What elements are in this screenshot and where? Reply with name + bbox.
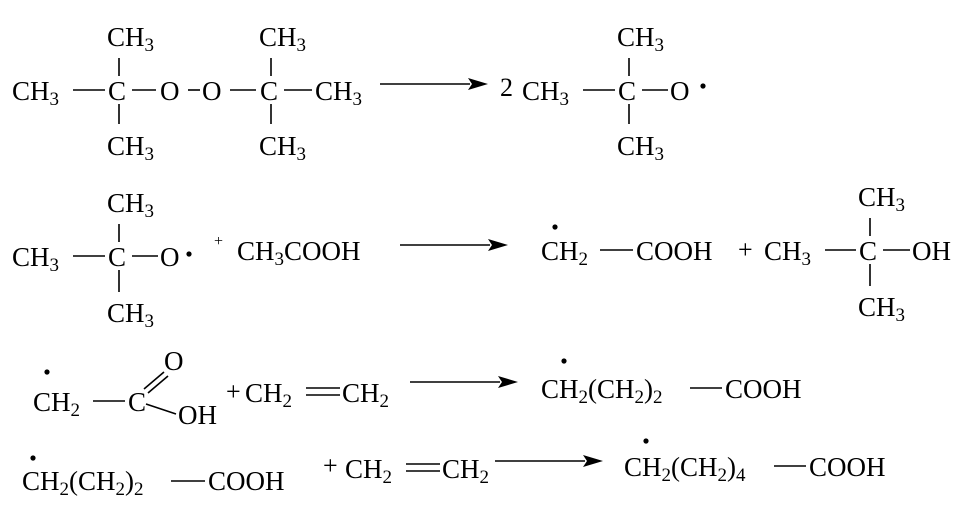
r3-product: CH2(CH2)2 COOH [541, 358, 802, 408]
r1-left-tert-butyl: CH3 CH3 C CH3 [12, 22, 156, 165]
r4-reactant-chain: CH2(CH2)2 [22, 466, 144, 500]
r3-arrow [410, 376, 518, 388]
r3-ch2: CH2 [33, 387, 80, 421]
r2-plus-2: + [738, 235, 753, 264]
reaction-2: CH3 CH3 C CH3 O + CH3COOH CH2 COOH + CH3 [12, 182, 951, 332]
r2-cooh: COOH [636, 236, 713, 266]
r1-right-bottom-methyl: CH3 [259, 131, 306, 165]
r4-arrow [495, 455, 603, 467]
r2-tbuoh-top-methyl: CH3 [858, 182, 905, 216]
double-bond-2 [147, 375, 169, 394]
bond [145, 403, 177, 415]
reaction-1: CH3 CH3 C CH3 O O CH3 C CH3 CH3 [12, 22, 706, 165]
r3-ethylene-ch2-1: CH2 [245, 378, 292, 412]
r2-central-carbon: C [108, 242, 126, 272]
r4-reactant-radical: CH2(CH2)2 COOH [22, 455, 285, 500]
r3-plus: + [226, 377, 241, 406]
r3-hydroxyl: OH [178, 400, 217, 430]
r2-carboxymethyl-radical: CH2 COOH [541, 224, 713, 270]
r2-oxygen: O [160, 242, 180, 272]
double-bond-1 [143, 371, 165, 390]
r2-bottom-methyl: CH3 [107, 298, 154, 332]
r1-product-top-methyl: CH3 [617, 22, 664, 56]
radical-dot [44, 369, 50, 375]
r2-tbuoh-bottom-methyl: CH3 [858, 292, 905, 326]
reaction-4: CH2(CH2)2 COOH + CH2 CH2 CH2(CH2)4 COOH [22, 438, 886, 500]
r1-left-top-methyl: CH3 [107, 22, 154, 56]
r1-product-bottom-methyl: CH3 [617, 131, 664, 165]
r4-ethylene-ch2-2: CH2 [442, 454, 489, 488]
r1-product-oxygen: O [670, 76, 690, 106]
r2-arrow [400, 239, 508, 251]
r2-tert-butoxy-radical: CH3 CH3 C CH3 O [12, 188, 192, 332]
r1-oxygen-1: O [160, 76, 180, 106]
r1-product-central-carbon: C [618, 76, 636, 106]
radical-dot [700, 83, 706, 89]
r2-tbuoh-central-carbon: C [859, 236, 877, 266]
r2-plus: + [214, 233, 223, 250]
radical-dot [30, 455, 36, 461]
r1-left-methyl: CH3 [12, 76, 59, 110]
r4-ethylene-ch2-1: CH2 [345, 454, 392, 488]
r4-plus: + [323, 451, 338, 480]
r1-right-tert-butyl: CH3 C CH3 CH3 [259, 22, 362, 165]
r2-ch2: CH2 [541, 236, 588, 270]
r1-coefficient: 2 [500, 73, 513, 102]
r1-arrow [380, 78, 488, 90]
r2-tbuoh-hydroxyl: OH [912, 236, 951, 266]
reaction-3: CH2 C O OH + CH2 CH2 CH2(CH2)2 COOH [33, 346, 802, 430]
r3-carboxymethyl-radical: CH2 C O OH [33, 346, 217, 430]
r4-ethylene: CH2 CH2 [345, 454, 489, 488]
radical-dot [561, 358, 567, 364]
r2-tert-butanol: CH3 CH3 C CH3 OH [764, 182, 951, 326]
r3-product-cooh: COOH [725, 374, 802, 404]
r4-reactant-cooh: COOH [208, 466, 285, 496]
radical-dot [643, 438, 649, 444]
radical-dot [552, 224, 558, 230]
r3-carbonyl-oxygen: O [164, 346, 184, 376]
r2-top-methyl: CH3 [107, 188, 154, 222]
r1-left-central-carbon: C [108, 76, 126, 106]
r1-right-top-methyl: CH3 [259, 22, 306, 56]
r3-ethylene-ch2-2: CH2 [342, 378, 389, 412]
r2-left-methyl: CH3 [12, 242, 59, 276]
r2-tbuoh-methyl: CH3 [764, 236, 811, 270]
radical-dot [186, 251, 192, 257]
r1-left-bottom-methyl: CH3 [107, 131, 154, 165]
r1-oxygen-2: O [202, 76, 222, 106]
r1-right-methyl: CH3 [315, 76, 362, 110]
r1-product-tert-butoxy-radical: 2 CH3 CH3 C CH3 O [500, 22, 706, 165]
r3-product-chain: CH2(CH2)2 [541, 374, 663, 408]
r4-product-cooh: COOH [809, 452, 886, 482]
r3-ethylene: CH2 CH2 [245, 378, 389, 412]
r1-right-central-carbon: C [260, 76, 278, 106]
r1-product-methyl: CH3 [522, 76, 569, 110]
r4-product: CH2(CH2)4 COOH [624, 438, 886, 486]
r2-acetic-acid: CH3COOH [237, 236, 361, 270]
r3-carbonyl-carbon: C [128, 387, 146, 417]
r4-product-chain: CH2(CH2)4 [624, 452, 746, 486]
